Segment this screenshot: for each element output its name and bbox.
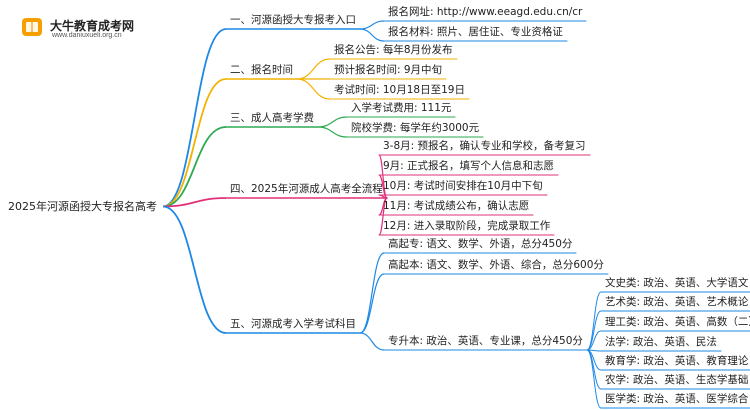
branch-connector: [162, 205, 227, 334]
branch-entry: 一、河源函授大专报考入口: [230, 14, 356, 26]
zsb-ligong: 理工类: 政治、英语、高数（二）: [605, 316, 750, 328]
branch-registration-time: 二、报名时间: [230, 64, 293, 76]
branch-subjects: 五、河源成考入学考试科目: [230, 318, 356, 330]
school-tuition: 院校学费: 每学年约3000元: [351, 122, 480, 134]
process-sep: 9月: 正式报名，填写个人信息和志愿: [383, 160, 555, 172]
branch-connector: [162, 28, 227, 208]
logo-title: 大牛教育成考网: [50, 19, 135, 33]
zsb-jiaoyu: 教育学: 政治、英语、教育理论: [605, 355, 749, 367]
branch-connector: [359, 273, 385, 334]
process-dec: 12月: 进入录取阶段，完成录取工作: [383, 220, 551, 232]
branch-tuition: 三、成人高考学费: [230, 112, 314, 124]
branch-connector: [162, 197, 227, 208]
process-oct: 10月: 考试时间安排在10月中下旬: [383, 180, 543, 192]
branch-connector: [586, 349, 602, 409]
logo-url: www.daniuxueli.org.cn: [52, 32, 122, 39]
branch-connector: [586, 310, 602, 351]
process-mar-aug: 3-8月: 预报名，确认专业和学校，备考复习: [383, 140, 586, 152]
zsb-yixue: 医学类: 政治、英语、医学综合: [605, 393, 749, 405]
branch-connector: [296, 78, 331, 100]
branch-connector: [296, 58, 331, 80]
branch-connector: [359, 252, 385, 334]
branch-connector: [359, 28, 385, 42]
exam-fee: 入学考试费用: 111元: [351, 102, 452, 114]
subjects-zhuanshengben: 专升本: 政治、英语、专业课，总分450分: [388, 335, 583, 347]
registration-expected: 预计报名时间: 9月中旬: [334, 64, 443, 76]
subjects-gaoqiben: 高起本: 语文、数学、外语、综合，总分600分: [388, 259, 604, 271]
process-nov: 11月: 考试成绩公布，确认志愿: [383, 200, 530, 212]
zsb-faxue: 法学: 政治、英语、民法: [605, 336, 717, 348]
entry-materials: 报名材料: 照片、居住证、专业资格证: [388, 26, 563, 38]
branch-connector: [162, 78, 227, 208]
branch-connector: [317, 126, 348, 138]
registration-notice: 报名公告: 每年8月份发布: [334, 44, 453, 56]
exam-time: 考试时间: 10月18日至19日: [334, 84, 465, 96]
book-icon: [22, 18, 42, 36]
root-topic: 2025年河源函授大专报名高考: [8, 200, 157, 213]
branch-connector: [359, 332, 385, 351]
subjects-gaoqizhuan: 高起专: 语文、数学、外语，总分450分: [388, 238, 573, 250]
zsb-wenshi: 文史类: 政治、英语、大学语文: [605, 277, 749, 289]
branch-connector: [317, 116, 348, 128]
branch-connector: [378, 197, 388, 236]
zsb-yishu: 艺术类: 政治、英语、艺术概论: [605, 296, 749, 308]
branch-connector: [586, 330, 602, 351]
entry-website: 报名网址: http://www.eeagd.edu.cn/cr: [388, 6, 583, 18]
branch-process: 四、2025年河源成人高考全流程: [230, 183, 383, 195]
branch-connector: [359, 20, 385, 30]
zsb-nongxue: 农学: 政治、英语、生态学基础: [605, 374, 749, 386]
branch-connector: [162, 126, 227, 208]
